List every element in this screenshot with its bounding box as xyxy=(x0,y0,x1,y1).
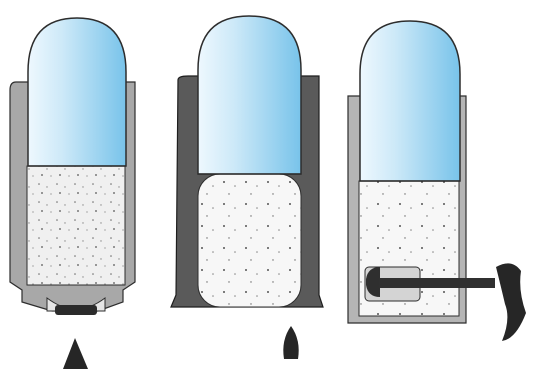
flame-middle xyxy=(283,326,298,359)
flame-left xyxy=(63,338,88,369)
bullet-right xyxy=(360,21,460,181)
powder-middle xyxy=(198,174,301,307)
cartridge-middle xyxy=(171,16,323,359)
powder-left xyxy=(27,166,125,285)
firing-pin-right xyxy=(379,278,495,288)
cartridge-left xyxy=(10,18,135,369)
bullet-middle xyxy=(198,16,301,174)
flame-right xyxy=(496,263,526,341)
primer-left xyxy=(55,305,97,315)
cartridge-right xyxy=(348,21,526,341)
bullet-left xyxy=(28,18,126,166)
